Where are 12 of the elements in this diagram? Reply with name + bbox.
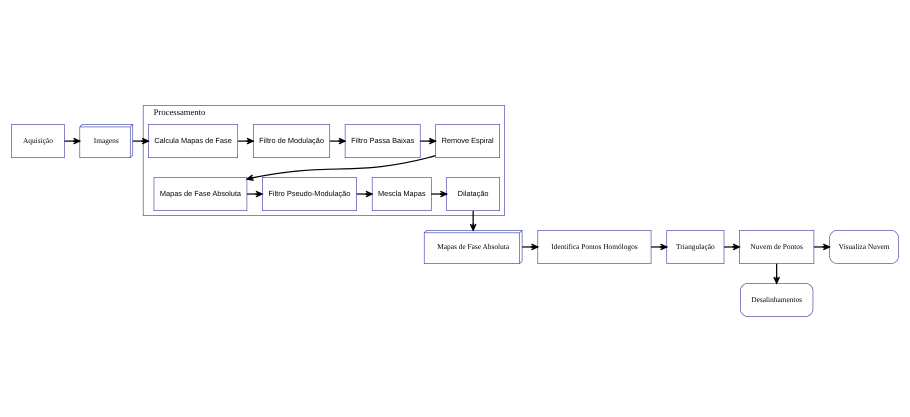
arrow <box>724 244 740 250</box>
arrow <box>132 138 150 144</box>
arrow <box>356 190 373 198</box>
arrow <box>238 138 254 144</box>
arrow <box>330 138 346 144</box>
arrow <box>814 244 830 250</box>
arrow <box>470 210 477 231</box>
arrow <box>246 155 436 182</box>
arrow <box>773 264 780 284</box>
arrow <box>431 190 448 198</box>
arrow <box>522 244 538 250</box>
arrow <box>651 244 668 250</box>
